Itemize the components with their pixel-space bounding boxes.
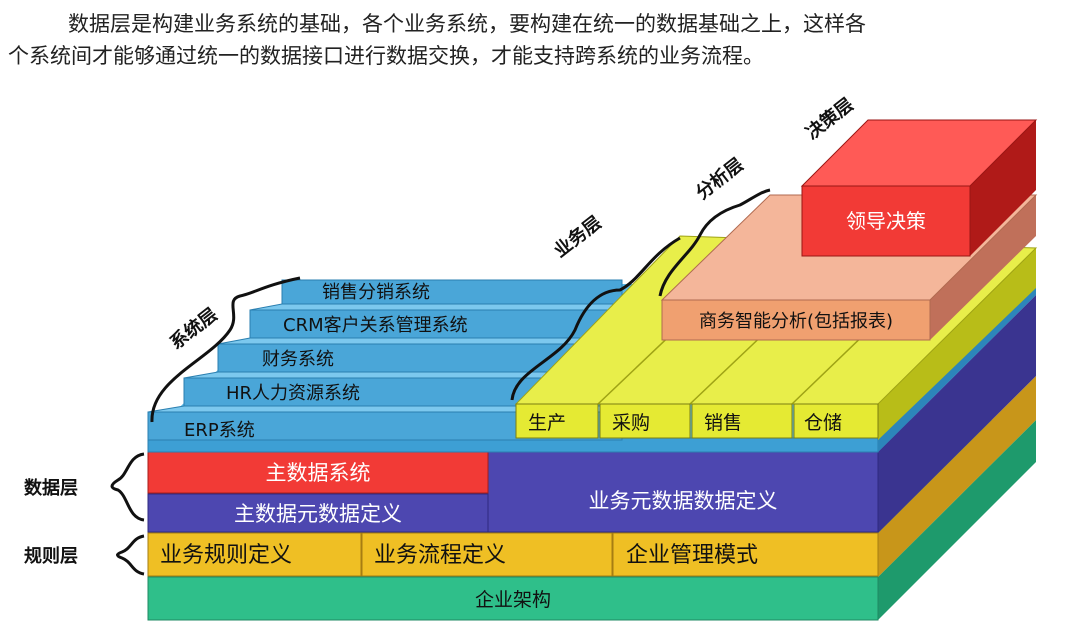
intro-line-2: 个系统间才能够通过统一的数据接口进行数据交换，才能支持跨系统的业务流程。: [8, 44, 764, 68]
sales-distribution-label: 销售分销系统: [322, 282, 430, 303]
storage-label: 仓储: [804, 412, 842, 434]
decision-layer-label: 决策层: [802, 93, 858, 144]
business-process-label: 业务流程定义: [374, 543, 506, 568]
decision-layer: 领导决策: [800, 119, 1038, 257]
production-label: 生产: [528, 412, 566, 434]
business-rules-label: 业务规则定义: [160, 543, 292, 568]
rules-layer: 业务规则定义 业务流程定义 企业管理模式: [147, 376, 1036, 577]
mgmt-mode-label: 企业管理模式: [626, 543, 758, 568]
intro-text: 数据层是构建业务系统的基础，各个业务系统，要构建在统一的数据基础之上，这样各 个…: [8, 8, 1068, 72]
master-metadata-label: 主数据元数据定义: [234, 502, 402, 526]
crm-label: CRM客户关系管理系统: [283, 315, 468, 336]
hr-label: HR人力资源系统: [226, 383, 360, 404]
purchase-label: 采购: [612, 412, 650, 434]
data-layer-label: 数据层: [24, 477, 78, 499]
business-layer-label: 业务层: [550, 211, 606, 262]
master-data-system-label: 主数据系统: [266, 461, 371, 485]
master-metadata-block: 主数据元数据定义: [147, 493, 489, 533]
finance-label: 财务系统: [262, 349, 334, 370]
intro-line-1: 数据层是构建业务系统的基础，各个业务系统，要构建在统一的数据基础之上，这样各: [68, 12, 866, 36]
bi-label: 商务智能分析(包括报表): [699, 311, 893, 332]
erp-label: ERP系统: [184, 420, 255, 441]
braces: [110, 188, 771, 576]
master-data-system-block: 主数据系统: [147, 451, 489, 494]
business-metadata-label: 业务元数据数据定义: [589, 489, 778, 513]
enterprise-arch-label: 企业架构: [475, 589, 551, 611]
rules-layer-label: 规则层: [24, 545, 78, 567]
leader-decision-label: 领导决策: [846, 209, 926, 233]
analysis-layer-label: 分析层: [692, 153, 748, 204]
sales-label: 销售: [704, 412, 742, 434]
